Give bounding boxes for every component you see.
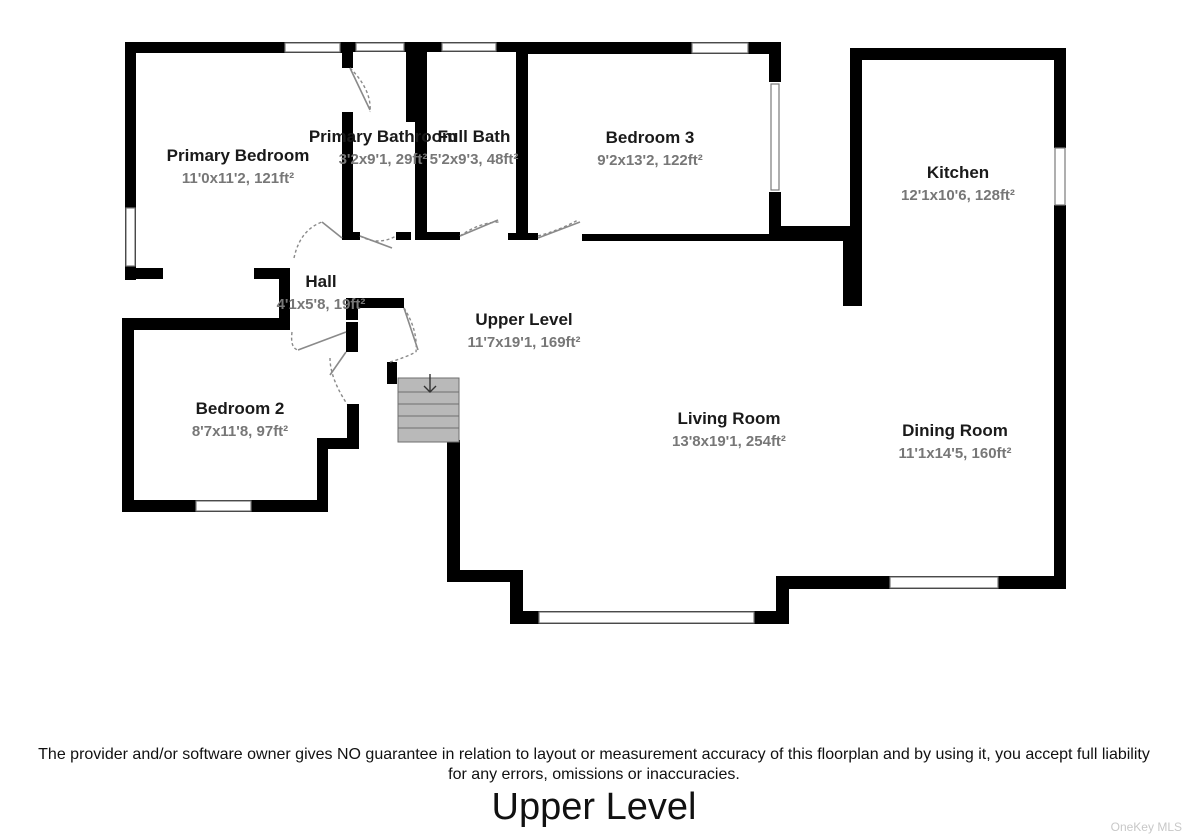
doors <box>290 67 581 405</box>
room-dims-hall: 4'1x5'8, 19ft² <box>277 296 366 313</box>
room-dims-upper-level: 11'7x19'1, 169ft² <box>467 334 580 351</box>
watermark: OneKey MLS <box>1110 820 1182 834</box>
room-name-dining-room: Dining Room <box>902 421 1008 440</box>
room-dims-bedroom-2: 8'7x11'8, 97ft² <box>192 423 288 440</box>
room-dims-kitchen: 12'1x10'6, 128ft² <box>901 187 1015 204</box>
disclaimer-text: The provider and/or software owner gives… <box>38 746 1150 783</box>
room-dims-full-bath: 5'2x9'3, 48ft² <box>430 151 519 168</box>
stairs <box>397 374 460 443</box>
room-name-bedroom-3: Bedroom 3 <box>606 128 695 147</box>
walls <box>122 42 1066 624</box>
windows <box>125 42 1066 624</box>
room-name-upper-level: Upper Level <box>475 310 572 329</box>
room-name-full-bath: Full Bath <box>438 127 511 146</box>
plan-title: Upper Level <box>491 786 697 828</box>
room-dims-primary-bathroom: 3'2x9'1, 29ft² <box>339 151 428 168</box>
room-name-primary-bathroom: Primary Bathroom <box>309 127 457 146</box>
arrow-down-icon <box>423 374 437 393</box>
room-dims-bedroom-3: 9'2x13'2, 122ft² <box>597 152 703 169</box>
room-dims-living-room: 13'8x19'1, 254ft² <box>672 433 786 450</box>
room-name-living-room: Living Room <box>678 409 781 428</box>
room-labels: Primary Bedroom 11'0x11'2, 121ft² Primar… <box>167 127 1015 462</box>
room-name-bedroom-2: Bedroom 2 <box>196 399 285 418</box>
room-name-primary-bedroom: Primary Bedroom <box>167 146 310 165</box>
room-name-kitchen: Kitchen <box>927 163 989 182</box>
room-name-hall: Hall <box>305 272 336 291</box>
room-dims-primary-bedroom: 11'0x11'2, 121ft² <box>182 170 294 187</box>
room-dims-dining-room: 11'1x14'5, 160ft² <box>898 445 1011 462</box>
